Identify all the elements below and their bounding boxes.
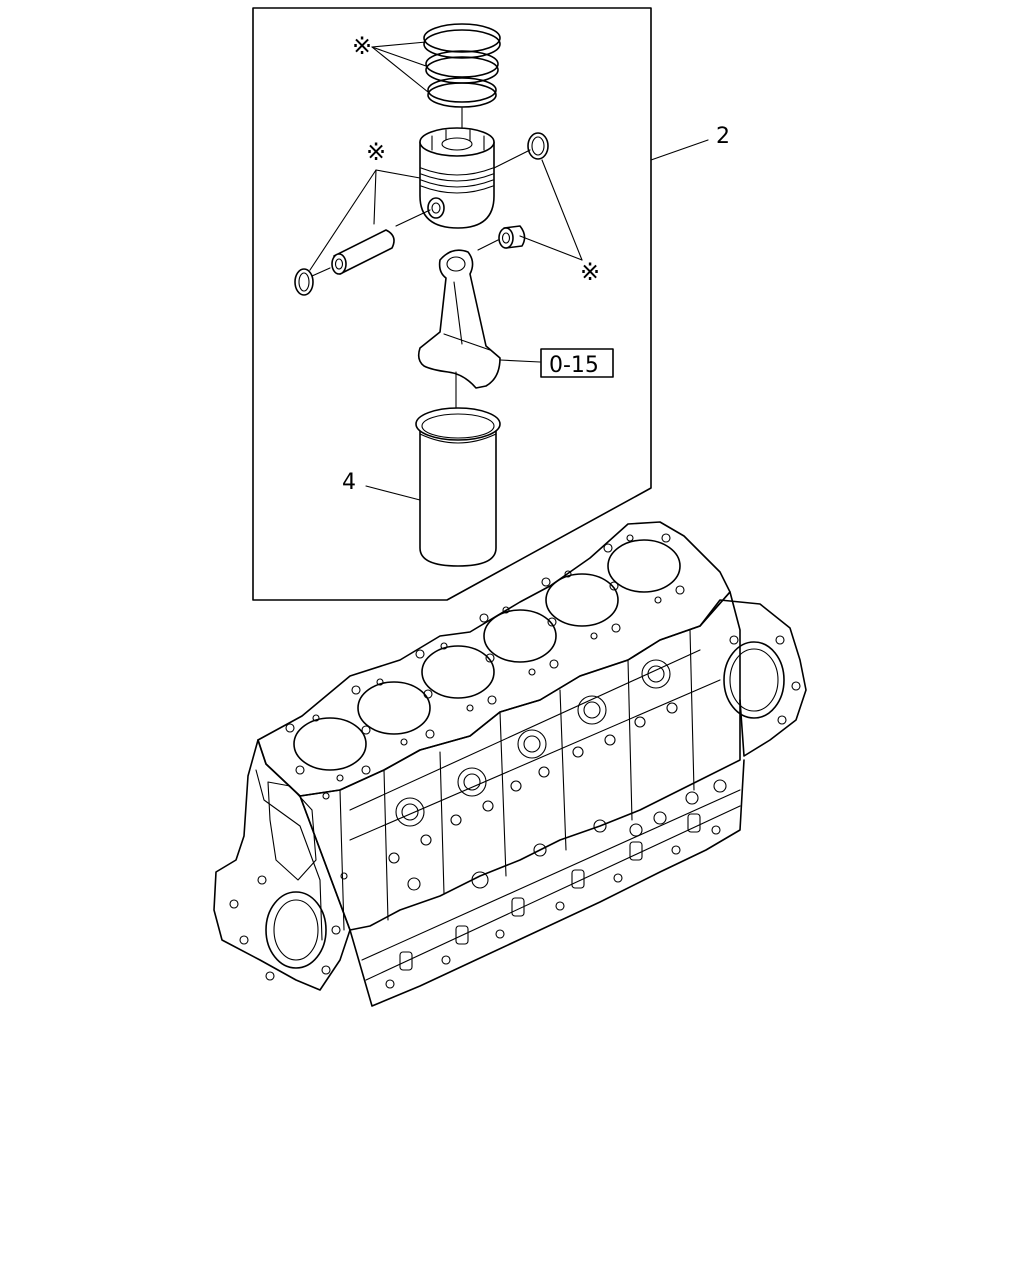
leader-line-2: [650, 139, 709, 161]
leader-line-4: [365, 485, 421, 501]
assembly-frame: [252, 7, 652, 601]
cylinder-liner: [415, 407, 501, 567]
reference-box: [540, 348, 614, 378]
reference-label: 0-15: [549, 353, 599, 378]
mark-rings: ※: [352, 32, 372, 60]
callout-4: 4: [342, 470, 356, 495]
piston-rings: [423, 23, 501, 151]
mark-bush: ※: [580, 258, 600, 286]
mark-pin: ※: [366, 138, 386, 166]
callout-2: 2: [716, 124, 730, 149]
piston: [419, 127, 495, 229]
snap-ring-right: [493, 132, 549, 169]
small-end-bush: [477, 225, 526, 251]
cylinder-block: [213, 521, 807, 1007]
piston-pin: [331, 209, 431, 275]
snap-ring-left: [294, 267, 331, 296]
connecting-rod: [417, 249, 541, 425]
